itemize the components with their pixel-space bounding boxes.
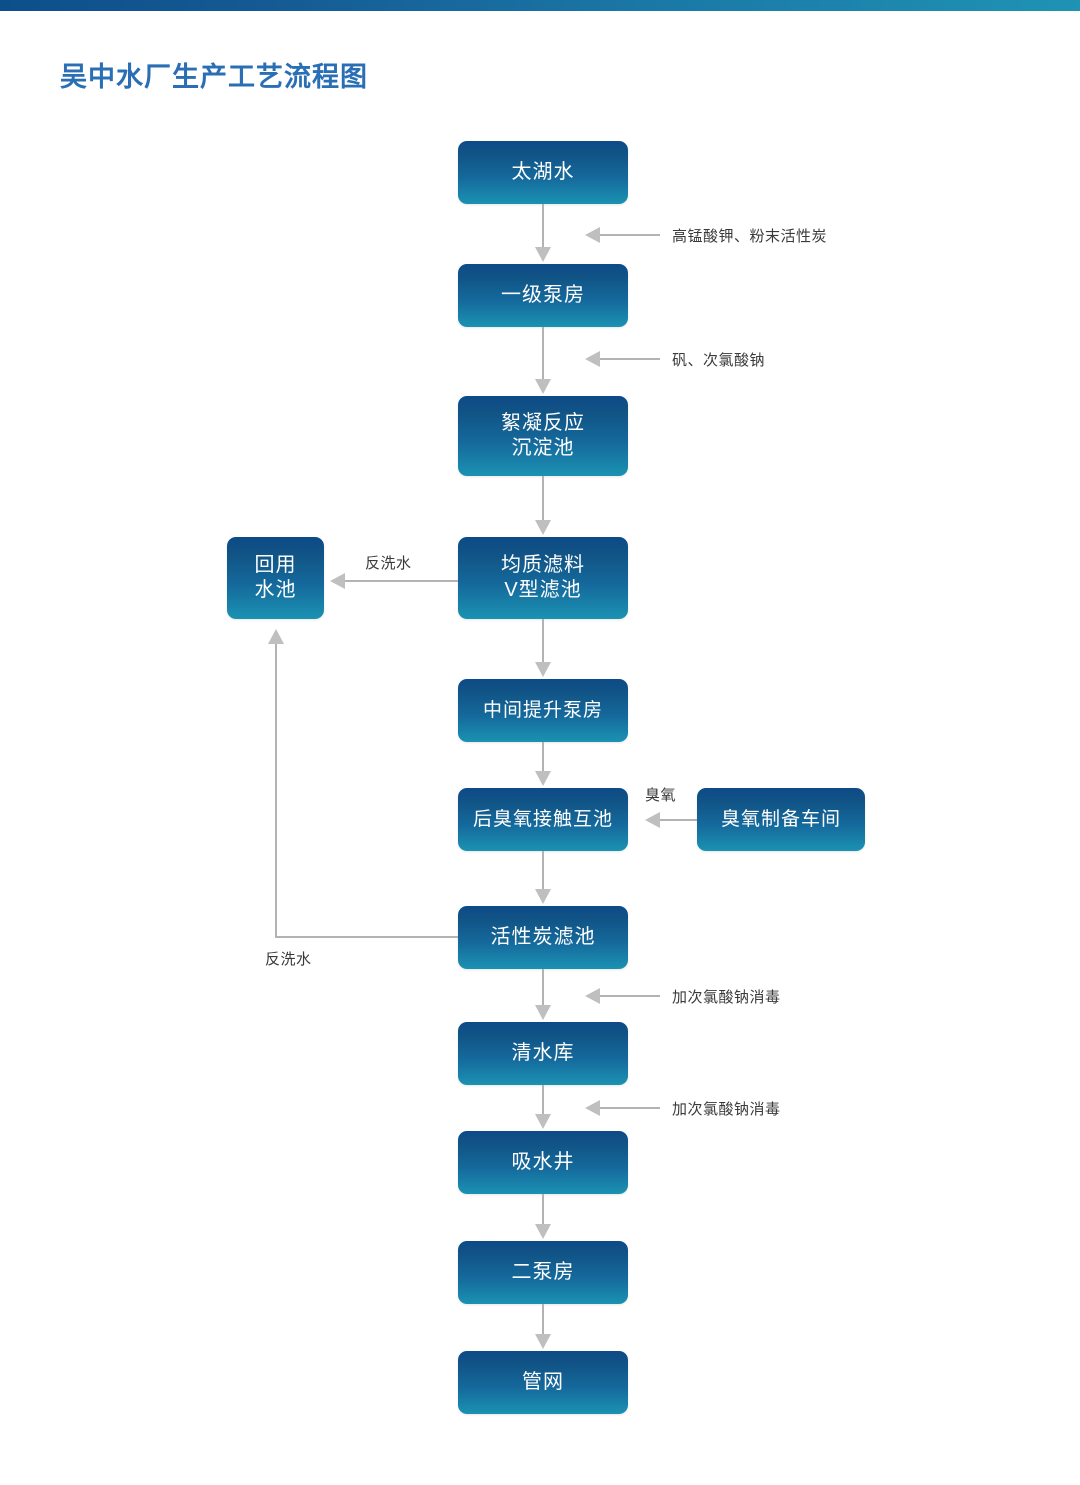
connector-clearwater-to-well (542, 1085, 544, 1117)
connector-dose2 (600, 358, 660, 360)
node-mid-pump[interactable]: 中间提升泵房 (458, 679, 628, 742)
connector-backwash-carbon-horizontal (275, 936, 458, 938)
arrowhead-dose3 (585, 988, 600, 1004)
arrowhead-midpump-to-ozonetank (535, 771, 551, 786)
connector-taihu-to-pump1 (542, 204, 544, 249)
arrowhead-backwash-carbon (268, 629, 284, 644)
connector-ozone (660, 819, 697, 821)
arrowhead-dose4 (585, 1100, 600, 1116)
connector-midpump-to-ozonetank (542, 742, 544, 773)
connector-pump2-to-network (542, 1304, 544, 1336)
connector-carbon-to-clearwater (542, 969, 544, 1007)
arrowhead-pump2-to-network (535, 1334, 551, 1349)
arrowhead-pump1-to-floc (535, 379, 551, 394)
label-backwash-carbon: 反洗水 (265, 951, 312, 968)
label-dose4: 加次氯酸钠消毒 (672, 1101, 781, 1118)
node-pump1[interactable]: 一级泵房 (458, 264, 628, 327)
page-title: 吴中水厂生产工艺流程图 (60, 62, 368, 92)
connector-backwash-carbon-vertical (275, 644, 277, 936)
node-ozone-workshop[interactable]: 臭氧制备车间 (697, 788, 865, 851)
connector-dose4 (600, 1107, 660, 1109)
arrowhead-dose1 (585, 227, 600, 243)
arrowhead-dose2 (585, 351, 600, 367)
arrowhead-ozone (645, 812, 660, 828)
arrowhead-well-to-pump2 (535, 1224, 551, 1239)
node-reuse-pool[interactable]: 回用 水池 (227, 537, 324, 619)
node-pump2[interactable]: 二泵房 (458, 1241, 628, 1304)
label-dose2: 矾、次氯酸钠 (672, 352, 766, 369)
connector-ozonetank-to-carbon (542, 851, 544, 891)
label-dose3: 加次氯酸钠消毒 (672, 989, 781, 1006)
node-ozone-contact-tank[interactable]: 后臭氧接触互池 (458, 788, 628, 851)
connector-dose1 (600, 234, 660, 236)
top-accent-bar (0, 0, 1080, 11)
node-vfilter[interactable]: 均质滤料 V型滤池 (458, 537, 628, 619)
label-dose1: 高锰酸钾、粉末活性炭 (672, 228, 828, 245)
arrowhead-vfilter-to-midpump (535, 662, 551, 677)
label-backwash-vfilter: 反洗水 (365, 555, 412, 572)
node-clear-water-reservoir[interactable]: 清水库 (458, 1022, 628, 1085)
connector-pump1-to-floc (542, 327, 544, 381)
arrowhead-ozonetank-to-carbon (535, 889, 551, 904)
arrowhead-carbon-to-clearwater (535, 1005, 551, 1020)
arrowhead-clearwater-to-well (535, 1114, 551, 1129)
connector-vfilter-to-midpump (542, 619, 544, 664)
label-ozone: 臭氧 (645, 787, 677, 804)
node-pipe-network[interactable]: 管网 (458, 1351, 628, 1414)
node-taihu[interactable]: 太湖水 (458, 141, 628, 204)
arrowhead-backwash-vfilter (330, 573, 345, 589)
arrowhead-floc-to-vfilter (535, 520, 551, 535)
connector-well-to-pump2 (542, 1194, 544, 1226)
node-suction-well[interactable]: 吸水井 (458, 1131, 628, 1194)
arrowhead-taihu-to-pump1 (535, 247, 551, 262)
connector-backwash-vfilter (345, 580, 458, 582)
node-carbon-filter[interactable]: 活性炭滤池 (458, 906, 628, 969)
node-floc[interactable]: 絮凝反应 沉淀池 (458, 396, 628, 476)
connector-floc-to-vfilter (542, 476, 544, 522)
connector-dose3 (600, 995, 660, 997)
